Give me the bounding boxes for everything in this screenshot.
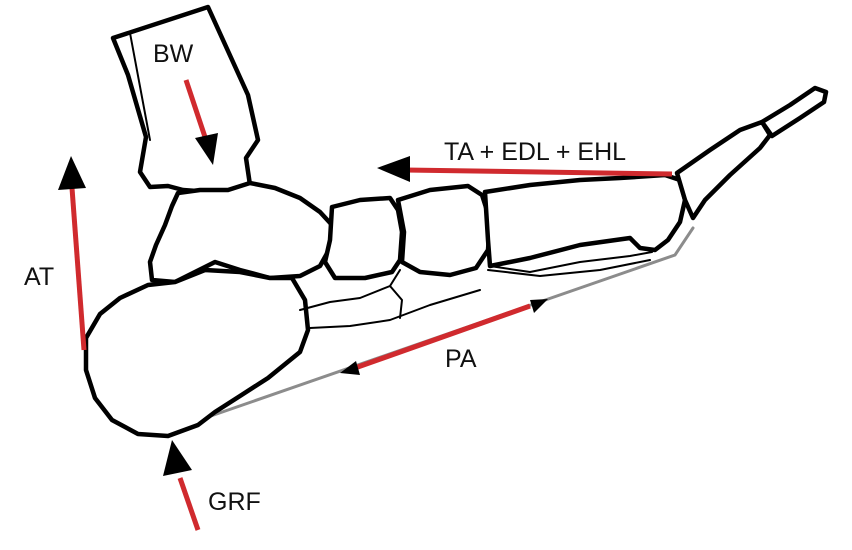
bw-arrow xyxy=(183,79,218,165)
cuneiforms xyxy=(395,183,493,278)
grf-arrow xyxy=(163,440,201,531)
cuboid xyxy=(299,269,481,329)
fibula-outline xyxy=(112,32,151,141)
metatarsals xyxy=(482,172,688,277)
talus xyxy=(147,180,335,285)
bw-label: BW xyxy=(153,40,194,68)
pa-arrow xyxy=(340,299,548,375)
grf-label: GRF xyxy=(208,488,261,516)
pa-label: PA xyxy=(445,345,477,373)
ta-edl-ehl-arrow xyxy=(377,156,673,182)
calcaneus xyxy=(83,267,311,439)
at-label: AT xyxy=(24,263,54,291)
navicular xyxy=(322,195,405,281)
tibia xyxy=(110,4,261,197)
phalanges xyxy=(674,85,829,221)
ta-edl-ehl-label: TA + EDL + EHL xyxy=(444,138,626,166)
at-arrow xyxy=(58,156,87,351)
